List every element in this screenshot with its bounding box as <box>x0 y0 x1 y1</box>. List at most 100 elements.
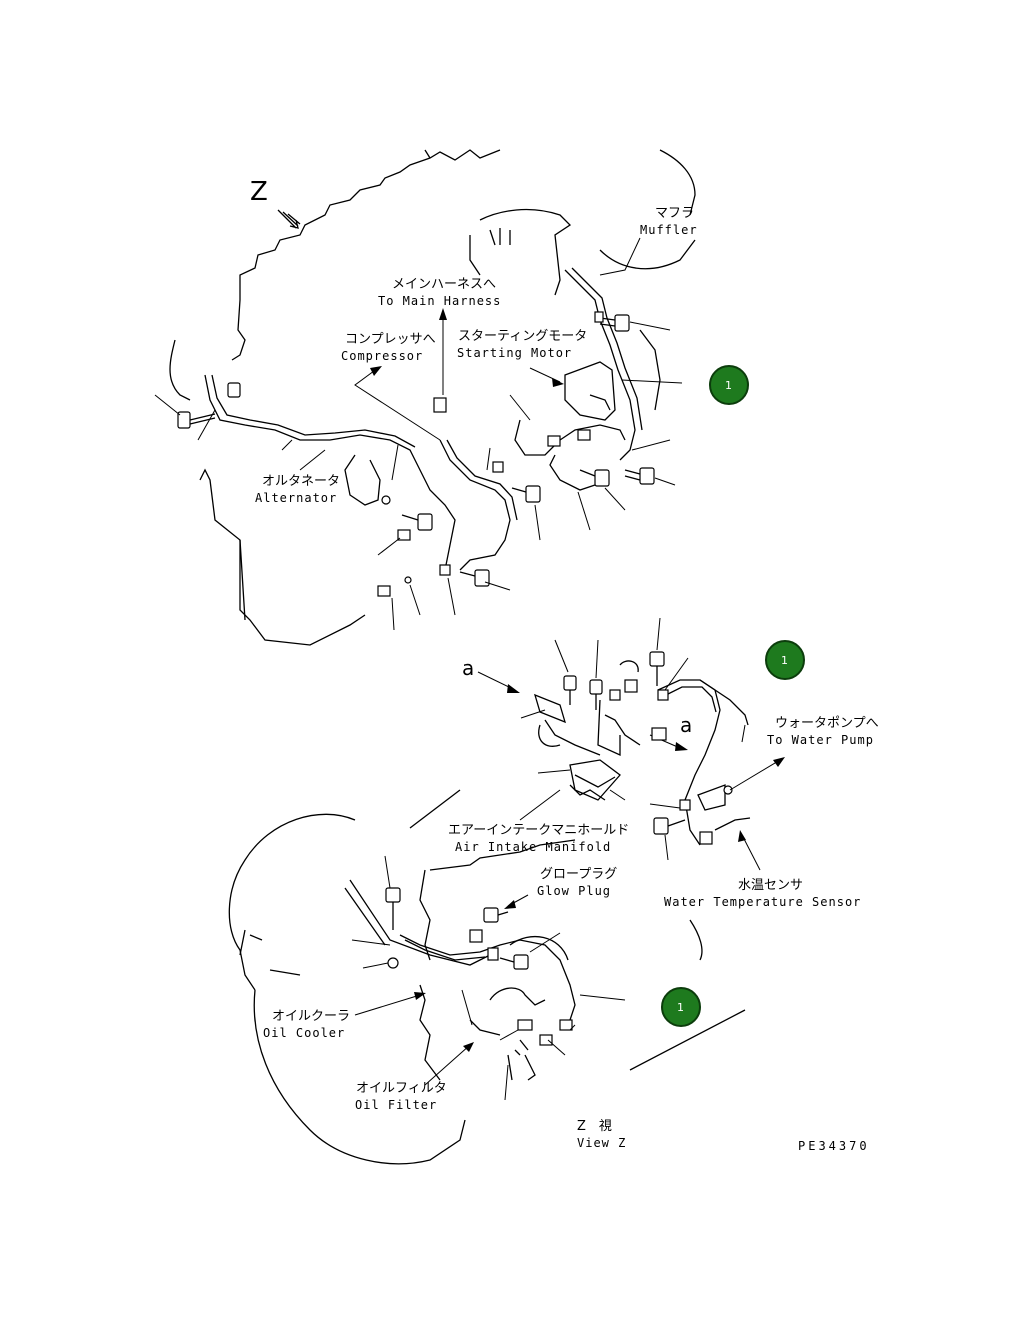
callout-number: 1 <box>677 1001 684 1014</box>
arrow-icon <box>463 1042 474 1052</box>
clip-icon <box>594 311 604 323</box>
drawing-code: PE34370 <box>798 1139 870 1153</box>
oil-cooler-arrow <box>354 994 421 1016</box>
connector-icon <box>609 689 621 701</box>
terminal-icon <box>524 1054 536 1081</box>
alternator-label-en: Alternator <box>255 491 337 505</box>
arrow-icon <box>738 830 746 842</box>
compressor-arrow <box>354 367 441 441</box>
water-temp-arrow <box>741 834 761 871</box>
upper-bolts <box>177 311 655 597</box>
oil-filter-arrow <box>424 1044 471 1086</box>
connector-icon <box>577 429 591 441</box>
callout-badge-1-middle[interactable]: 1 <box>765 640 805 680</box>
water-pump-label-en: To Water Pump <box>767 733 874 747</box>
lower-leader-lines <box>351 855 626 1101</box>
muffler-leader-line <box>599 237 641 276</box>
arrow-icon <box>507 684 520 693</box>
arrow-icon <box>675 742 688 751</box>
manifold-leader-lines <box>520 617 746 861</box>
bolt-icon <box>385 887 401 930</box>
lower-fasteners <box>385 887 573 1081</box>
connector-icon <box>469 929 483 943</box>
oil-cooler-label-en: Oil Cooler <box>263 1026 345 1040</box>
connector-icon <box>377 585 391 597</box>
oil-filter-label-en: Oil Filter <box>355 1098 437 1112</box>
starting-motor-part <box>514 361 616 456</box>
bolt-icon <box>599 314 630 332</box>
callout-badge-1-upper[interactable]: 1 <box>709 365 749 405</box>
connector-icon <box>539 1034 553 1046</box>
bracket-icon <box>697 784 726 811</box>
clip-icon <box>657 689 669 701</box>
connector-icon <box>547 435 561 447</box>
arrow-icon <box>370 366 382 376</box>
clip-icon <box>679 799 691 811</box>
compressor-label-en: Compressor <box>341 349 423 363</box>
alternator-leader-line <box>299 449 326 471</box>
air-intake-leader-line <box>519 789 561 821</box>
callout-number: 1 <box>781 654 788 667</box>
bolt-icon <box>511 485 541 503</box>
arrow-icon <box>552 378 564 387</box>
connector-icon <box>699 831 713 845</box>
main-harness-label-jp: メインハーネスへ <box>392 277 496 292</box>
clip-icon <box>517 1019 533 1031</box>
nut-icon <box>387 957 399 969</box>
arrow-icon <box>773 757 785 767</box>
bolt-icon <box>177 411 216 429</box>
bolt-icon <box>579 469 610 487</box>
sensor-icon <box>714 817 751 831</box>
callout-badge-1-lower[interactable]: 1 <box>661 987 701 1027</box>
manifold-fasteners <box>563 651 751 845</box>
glow-plug-label-jp: グロープラグ <box>540 867 617 882</box>
air-intake-label-jp: エアーインテークマニホールド <box>448 823 629 838</box>
nut-icon <box>381 495 391 505</box>
connector-icon <box>559 1019 573 1031</box>
starting-motor-label-jp: スターティングモータ <box>458 329 587 344</box>
connector-icon <box>397 529 411 541</box>
arrow-up-icon <box>439 308 447 320</box>
water-pump-arrow <box>729 759 781 791</box>
clip-icon <box>487 947 499 961</box>
screw-icon <box>507 1049 521 1081</box>
bolt-icon <box>653 817 686 835</box>
bolt-icon <box>649 651 665 686</box>
compressor-label-jp: コンプレッサへ <box>345 332 436 347</box>
main-harness-label-en: To Main Harness <box>378 294 501 308</box>
bolt-icon <box>227 382 241 398</box>
lower-wiring-harness <box>399 934 576 1036</box>
z-direction-arrow-icon <box>277 209 301 229</box>
clip-icon <box>439 564 451 576</box>
callout-number: 1 <box>725 379 732 392</box>
water-temp-label-en: Water Temperature Sensor <box>664 895 861 909</box>
detail-a-label-right: a <box>680 713 692 737</box>
nut-icon <box>723 785 733 795</box>
bolt-icon <box>563 675 577 705</box>
upper-wiring-harness <box>204 267 643 571</box>
starting-motor-label-en: Starting Motor <box>457 346 572 360</box>
water-temp-label-jp: 水温センサ <box>738 878 803 893</box>
arrow-icon <box>504 900 516 909</box>
oil-cooler-label-jp: オイルクーラ <box>272 1009 350 1024</box>
connector-icon <box>433 397 447 413</box>
bolt-icon <box>483 907 509 923</box>
glow-plug-label-en: Glow Plug <box>537 884 611 898</box>
clip-icon <box>492 461 504 473</box>
bolt-icon <box>459 569 490 587</box>
water-pump-label-jp: ウォータポンプへ <box>775 716 879 731</box>
z-marker-label: Z <box>250 177 268 207</box>
bolt-icon <box>624 467 655 485</box>
washer-icon <box>404 576 412 584</box>
oil-filter-label-jp: オイルフィルタ <box>356 1081 447 1096</box>
bolt-icon <box>589 679 603 710</box>
bolt-icon <box>499 954 529 970</box>
connector-icon <box>651 727 667 741</box>
view-z-label-en: View Z <box>577 1136 626 1150</box>
alternator-label-jp: オルタネータ <box>262 474 340 489</box>
view-z-label-jp: Z 視 <box>577 1119 612 1134</box>
arrow-icon <box>414 992 426 1000</box>
connector-icon <box>624 679 638 693</box>
upper-leader-lines <box>154 321 683 631</box>
